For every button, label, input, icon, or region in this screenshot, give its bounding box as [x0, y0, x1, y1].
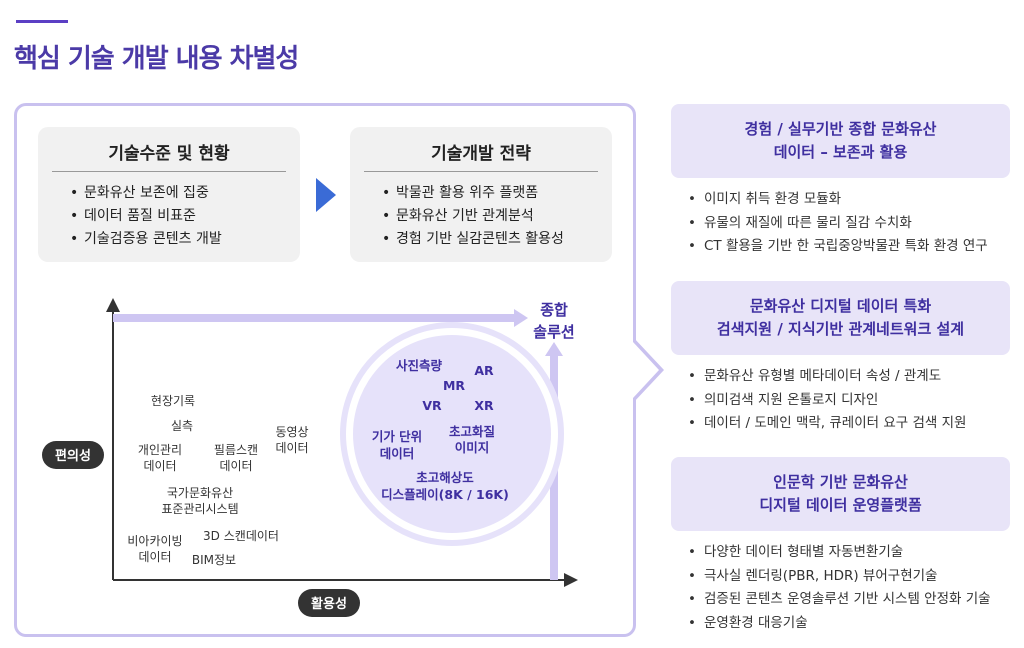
section-header-experience: 경험 / 실무기반 종합 문화유산 데이터 – 보존과 활용: [671, 104, 1010, 178]
current-state-list: 문화유산 보존에 집중 데이터 품질 비표준 기술검증용 콘텐츠 개발: [38, 172, 300, 251]
inside-items-group: 사진측량 AR MR VR XR 기가 단위 데이터 초고화질 이미지 초고해상…: [372, 358, 509, 502]
item-giga-data-l2: 데이터: [380, 446, 415, 461]
section-list-item: 운영환경 대응기술: [688, 612, 991, 636]
y-axis-label: 편의성: [55, 448, 91, 464]
x-axis-label: 활용성: [311, 596, 347, 612]
section-header-platform: 인문학 기반 문화유산 디지털 데이터 운영플랫폼: [671, 457, 1010, 531]
section-list-item: 의미검색 지원 온톨로지 디자인: [688, 389, 966, 413]
item-uhd-display-l1: 초고해상도: [416, 470, 474, 485]
section-list-item: 검증된 콘텐츠 운영솔루션 기반 시스템 안정화 기술: [688, 588, 991, 612]
item-non-archiving-l2: 데이터: [138, 550, 171, 564]
section-list-experience: 이미지 취득 환경 모듈화 유물의 재질에 따른 물리 질감 수치화 CT 활용…: [688, 188, 988, 259]
strategy-title: 기술개발 전략: [431, 144, 531, 164]
section-list-item: 다양한 데이터 형태별 자동변환기술: [688, 541, 991, 565]
current-state-box: 기술수준 및 현황 문화유산 보존에 집중 데이터 품질 비표준 기술검증용 콘…: [38, 127, 300, 262]
item-mr: MR: [443, 378, 465, 393]
strategy-box: 기술개발 전략 박물관 활용 위주 플랫폼 문화유산 기반 관계분석 경험 기반…: [350, 127, 612, 262]
item-personal-data-l2: 데이터: [143, 459, 176, 473]
section-list-search: 문화유산 유형별 메타데이터 속성 / 관계도 의미검색 지원 온톨로지 디자인…: [688, 365, 966, 436]
top-guide-bar: [113, 314, 518, 322]
section-list-item: 유물의 재질에 따른 물리 질감 수치화: [688, 212, 988, 236]
outside-items-group: 현장기록 실측 개인관리 데이터 필름스캔 데이터 동영상 데이터 국가문화유산…: [127, 394, 308, 567]
item-national-system-l1: 국가문화유산: [167, 486, 233, 500]
strategy-item: 박물관 활용 위주 플랫폼: [382, 182, 612, 205]
top-guide-arrowhead: [514, 309, 528, 327]
page-title: 핵심 기술 개발 내용 차별성: [14, 44, 299, 74]
item-giga-data-l1: 기가 단위: [372, 429, 422, 444]
panel-pointer-inner: [633, 342, 659, 398]
item-video-l1: 동영상: [275, 425, 308, 439]
item-3d-scan: 3D 스캔데이터: [203, 529, 279, 543]
section-header-line1: 인문학 기반 문화유산: [773, 473, 908, 491]
item-measurement: 실측: [171, 419, 193, 433]
section-header-search: 문화유산 디지털 데이터 특화 검색지원 / 지식기반 관계네트워크 설계: [671, 281, 1010, 355]
item-photogrammetry: 사진측량: [396, 358, 443, 373]
section-header-line2: 디지털 데이터 운영플랫폼: [759, 496, 922, 514]
solution-circle: [353, 335, 551, 533]
item-uhd-image-l2: 이미지: [455, 440, 490, 455]
x-axis-arrowhead: [564, 573, 578, 587]
section-header-line1: 문화유산 디지털 데이터 특화: [749, 297, 932, 315]
section-header-line2: 검색지원 / 지식기반 관계네트워크 설계: [716, 320, 965, 338]
strategy-item: 경험 기반 실감콘텐츠 활용성: [382, 228, 612, 251]
y-axis-label-pill: [42, 441, 104, 469]
section-list-item: CT 활용을 기반 한 국립중앙박물관 특화 환경 연구: [688, 235, 988, 259]
goal-label-line1: 종합: [540, 301, 568, 319]
item-film-scan-l2: 데이터: [219, 459, 252, 473]
item-personal-data-l1: 개인관리: [138, 443, 182, 457]
item-film-scan-l1: 필름스캔: [214, 443, 258, 457]
section-list-platform: 다양한 데이터 형태별 자동변환기술 극사실 렌더링(PBR, HDR) 뷰어구…: [688, 541, 991, 636]
item-uhd-display-l2: 디스플레이(8K / 16K): [381, 487, 509, 502]
item-ar: AR: [474, 363, 494, 378]
section-list-item: 극사실 렌더링(PBR, HDR) 뷰어구현기술: [688, 565, 991, 589]
item-bim: BIM정보: [192, 553, 236, 567]
positioning-chart: 종합 솔루션 편의성 활용성 현장기록 실측 개인관리 데이터 필름스캔 데이터…: [42, 298, 578, 617]
section-header-line1: 경험 / 실무기반 종합 문화유산: [744, 120, 937, 138]
item-video-l2: 데이터: [275, 441, 308, 455]
item-uhd-image-l1: 초고화질: [449, 424, 495, 439]
current-state-item: 문화유산 보존에 집중: [70, 182, 300, 205]
right-guide-arrowhead: [545, 342, 563, 356]
x-axis-label-pill: [298, 589, 360, 617]
current-state-divider: [52, 171, 286, 172]
y-axis-arrowhead: [106, 298, 120, 312]
title-accent-line: [16, 20, 68, 23]
strategy-item: 문화유산 기반 관계분석: [382, 205, 612, 228]
current-state-title: 기술수준 및 현황: [108, 144, 230, 164]
section-list-item: 문화유산 유형별 메타데이터 속성 / 관계도: [688, 365, 966, 389]
current-state-item: 기술검증용 콘텐츠 개발: [70, 228, 300, 251]
strategy-list: 박물관 활용 위주 플랫폼 문화유산 기반 관계분석 경험 기반 실감콘텐츠 활…: [350, 172, 612, 251]
strategy-divider: [364, 171, 598, 172]
item-vr: VR: [422, 398, 442, 413]
item-field-record: 현장기록: [151, 394, 195, 408]
item-non-archiving-l1: 비아카이빙: [127, 534, 182, 548]
section-list-item: 이미지 취득 환경 모듈화: [688, 188, 988, 212]
goal-label-line2: 솔루션: [533, 323, 574, 341]
flow-arrow-icon: [316, 178, 336, 212]
item-national-system-l2: 표준관리시스템: [161, 502, 238, 516]
section-header-line2: 데이터 – 보존과 활용: [773, 143, 908, 161]
current-state-item: 데이터 품질 비표준: [70, 205, 300, 228]
item-xr: XR: [474, 398, 494, 413]
section-list-item: 데이터 / 도메인 맥락, 큐레이터 요구 검색 지원: [688, 412, 966, 436]
